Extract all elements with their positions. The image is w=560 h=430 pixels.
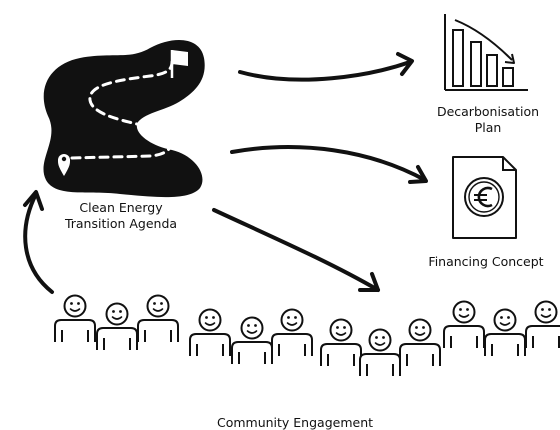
agenda-label-line1: Clean Energy <box>79 200 163 215</box>
people-crowd-icon <box>54 294 560 377</box>
decarbonisation-label-line1: Decarbonisation <box>436 104 540 119</box>
arrow-to-decarbonisation <box>238 52 414 82</box>
arrow-to-financing <box>230 145 428 184</box>
decarbonisation-label-line2: Plan <box>474 120 502 135</box>
declining-bar-chart-icon <box>444 14 528 91</box>
arrow-to-community <box>212 208 380 292</box>
arrow-community-to-agenda <box>23 190 54 294</box>
euro-document-icon <box>452 156 517 239</box>
financing-label: Financing Concept <box>428 254 544 269</box>
agenda-label: Clean Energy Transition Agenda <box>46 200 196 232</box>
decarbonisation-label: Decarbonisation Plan <box>418 104 558 136</box>
agenda-label-line2: Transition Agenda <box>64 216 178 231</box>
community-label: Community Engagement <box>216 415 374 430</box>
roadmap-icon <box>43 39 205 198</box>
